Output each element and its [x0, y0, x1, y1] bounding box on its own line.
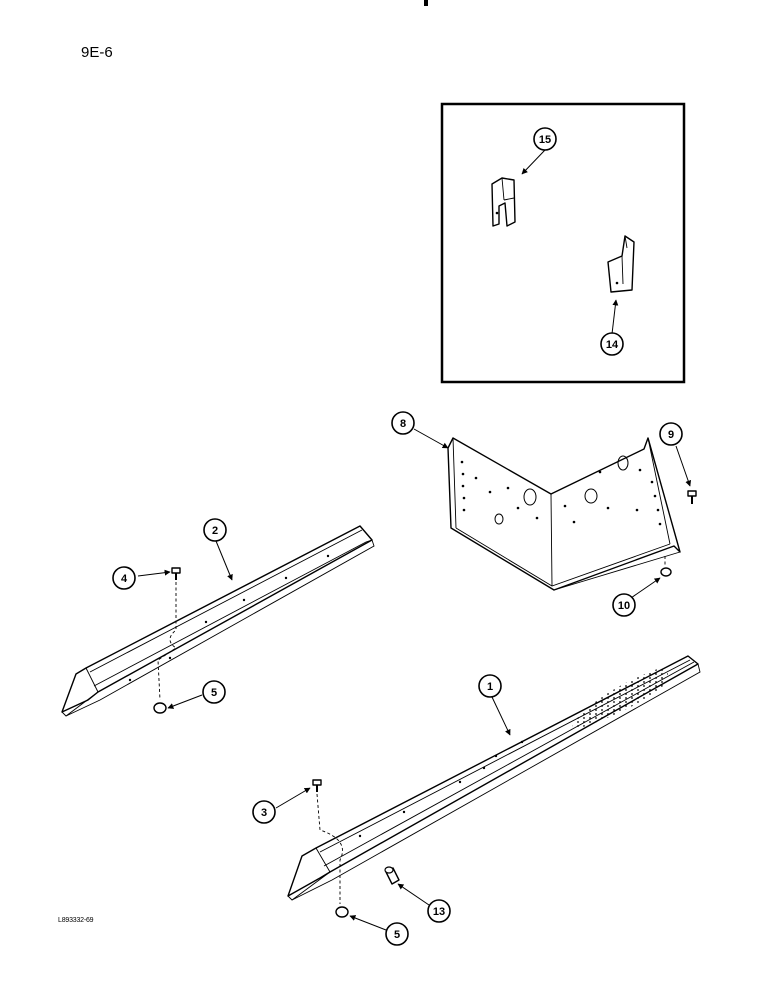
- svg-text:2: 2: [212, 525, 218, 537]
- callout-3: 3: [252, 800, 276, 824]
- svg-text:9: 9: [668, 429, 674, 441]
- bolt-part-4: [157, 567, 181, 701]
- callout-4: 4: [112, 566, 136, 590]
- svg-text:5: 5: [211, 687, 217, 699]
- callout-5-lower: 5: [385, 922, 409, 946]
- svg-text:1: 1: [487, 681, 493, 693]
- bracket-part-15: [491, 177, 516, 227]
- callout-9: 9: [659, 422, 683, 446]
- svg-text:15: 15: [539, 134, 551, 146]
- nut-part-10: [660, 556, 672, 577]
- housing-part-8: [447, 437, 681, 591]
- svg-text:13: 13: [433, 906, 445, 918]
- bolt-part-9: [687, 490, 697, 504]
- nut-part-5-upper: [153, 702, 167, 714]
- svg-text:14: 14: [606, 339, 619, 351]
- callout-5-upper: 5: [202, 680, 226, 704]
- drawing-code: L893332-69: [58, 917, 94, 924]
- spacer-part-13: [384, 866, 400, 885]
- rail-part-1: [287, 655, 701, 901]
- inset-frame: [440, 102, 686, 384]
- page-code: 9E-6: [81, 44, 113, 61]
- callout-10: 10: [612, 593, 636, 617]
- callout-1: 1: [478, 674, 502, 698]
- callout-13: 13: [427, 899, 451, 923]
- rail-part-2: [61, 525, 375, 717]
- svg-text:10: 10: [618, 600, 630, 612]
- svg-text:3: 3: [261, 807, 267, 819]
- bracket-part-14: [607, 235, 635, 293]
- top-edge-mark: [424, 0, 428, 6]
- bolt-part-3: [312, 779, 343, 904]
- callout-14: 14: [600, 332, 624, 356]
- callout-8: 8: [391, 411, 415, 435]
- callout-2: 2: [203, 518, 227, 542]
- callout-15: 15: [533, 127, 557, 151]
- svg-text:5: 5: [394, 929, 400, 941]
- svg-text:4: 4: [121, 573, 128, 585]
- nut-part-5-lower: [335, 906, 349, 918]
- svg-text:8: 8: [400, 418, 406, 430]
